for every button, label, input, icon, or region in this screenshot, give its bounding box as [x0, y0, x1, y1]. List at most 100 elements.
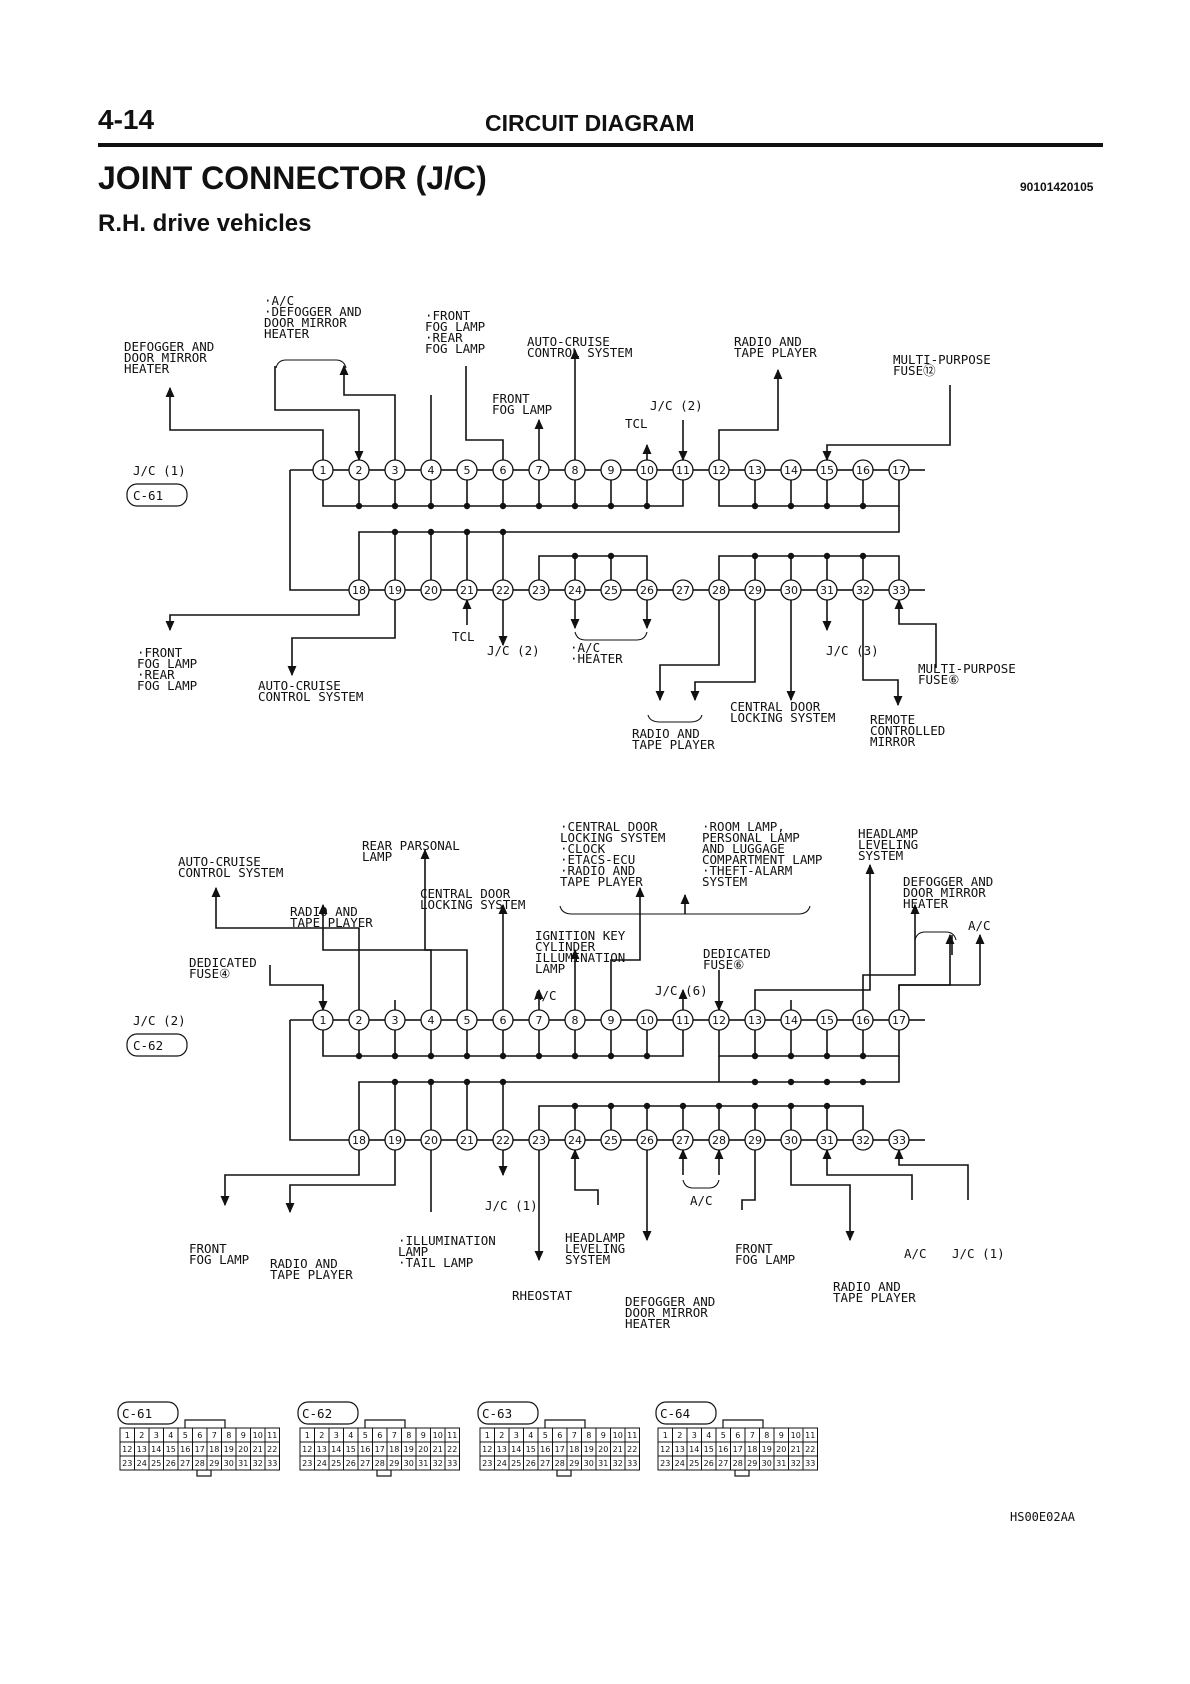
cavity-number: 26: [704, 1459, 714, 1468]
pin-number: 31: [820, 1134, 834, 1147]
pin-3: [384, 459, 406, 481]
cavity-number: 12: [660, 1445, 670, 1454]
branch-auto-cruise: [211, 886, 360, 1010]
pin-5: [456, 1009, 478, 1031]
cavity-number: 7: [750, 1431, 755, 1440]
pin-number: 21: [460, 1134, 474, 1147]
cavity-number: 3: [514, 1431, 519, 1440]
junction-dot: [859, 1078, 867, 1086]
branch-radio-left: [285, 1150, 396, 1214]
cavity-number: 27: [718, 1459, 728, 1468]
label-headlamp: SYSTEM: [858, 848, 903, 863]
label-multi-purpose-fuse-6: MULTI-PURPOSE: [918, 661, 1016, 676]
cavity-number: 10: [791, 1431, 801, 1440]
cavity-number: 8: [406, 1431, 411, 1440]
junction-dot: [715, 1102, 723, 1110]
branch-remote-mirror: [862, 600, 903, 707]
pin-number: 22: [496, 584, 510, 597]
branch-auto-cruise-bottom: [287, 600, 396, 677]
cavity-number: 4: [528, 1431, 533, 1440]
junction-dot: [679, 1102, 687, 1110]
junction-dot: [427, 528, 435, 536]
junction-dot: [355, 502, 363, 510]
cavity-number: 23: [302, 1459, 312, 1468]
label-auto-cruise: CONTROL SYSTEM: [527, 345, 632, 360]
junction-dot: [463, 1078, 471, 1086]
pin-14: [780, 459, 802, 481]
cavity-number: 23: [122, 1459, 132, 1468]
label-radio: TAPE PLAYER: [734, 345, 817, 360]
pin-25: [600, 579, 622, 601]
pin-number: 10: [640, 464, 654, 477]
cavity-number: 26: [166, 1459, 176, 1468]
label-defogger: DEFOGGER AND: [903, 874, 993, 889]
cavity-number: 31: [238, 1459, 248, 1468]
pin-number: 30: [784, 1134, 798, 1147]
connector-latch: [722, 1419, 764, 1428]
label-jc6: J/C (6): [655, 983, 708, 998]
connector-cavity: [264, 1455, 280, 1471]
cavity-number: 23: [482, 1459, 492, 1468]
pin-number: 20: [424, 1134, 438, 1147]
label-front-fog: FOG LAMP: [735, 1252, 795, 1267]
cavity-number: 20: [598, 1445, 608, 1454]
label-illumination-tail: ·ILLUMINATION: [398, 1233, 496, 1248]
figure-id: HS00E02AA: [1010, 1510, 1076, 1524]
cavity-number: 18: [747, 1445, 757, 1454]
connector-key: [734, 1469, 750, 1477]
pin-21: [456, 579, 478, 601]
junction-dot: [787, 1078, 795, 1086]
junction-dot: [823, 1052, 831, 1060]
junction-dot: [355, 1052, 363, 1060]
pin-number: 13: [748, 1014, 762, 1027]
pin-3: [384, 1009, 406, 1031]
junction-dot: [571, 1052, 579, 1060]
pin-number: 4: [428, 464, 435, 477]
pin-number: 31: [820, 584, 834, 597]
label-radio: RADIO AND: [632, 726, 700, 741]
cavity-number: 27: [180, 1459, 190, 1468]
pin-19: [384, 579, 406, 601]
pin-28: [708, 579, 730, 601]
pin-15: [816, 459, 838, 481]
branch-ac-right: [898, 933, 955, 1010]
label-ac: A/C: [904, 1246, 927, 1261]
cavity-number: 19: [584, 1445, 594, 1454]
cavity-number: 24: [675, 1459, 685, 1468]
pin-number: 27: [676, 1134, 690, 1147]
junction-dot: [823, 502, 831, 510]
pin-29: [744, 1129, 766, 1151]
pin-number: 5: [464, 1014, 471, 1027]
pin-26: [636, 579, 658, 601]
junction-dot: [823, 1102, 831, 1110]
cavity-number: 6: [197, 1431, 202, 1440]
branch-multi-fuse-12: [822, 385, 951, 462]
label-front-rear-fog: FOG LAMP: [425, 319, 485, 334]
page-subtitle: R.H. drive vehicles: [98, 210, 312, 237]
cavity-number: 17: [733, 1445, 743, 1454]
junction-dot: [607, 1052, 615, 1060]
cavity-number: 25: [331, 1459, 341, 1468]
pin-32: [852, 1129, 874, 1151]
label-defogger: HEATER: [625, 1316, 671, 1331]
branch-front-fog-right: [741, 1150, 756, 1210]
branch-fog-bottom: [165, 600, 360, 632]
junction-dot: [859, 502, 867, 510]
junction-dot: [787, 1102, 795, 1110]
pin-number: 12: [712, 1014, 726, 1027]
cavity-number: 21: [791, 1445, 801, 1454]
pin-number: 7: [536, 464, 543, 477]
cavity-number: 29: [389, 1459, 399, 1468]
label-front-rear-fog: ·REAR: [137, 667, 175, 682]
junction-dot: [751, 552, 759, 560]
junction-dot: [823, 1078, 831, 1086]
connector-code-frame: [126, 483, 188, 507]
pin-number: 25: [604, 584, 618, 597]
cavity-number: 25: [689, 1459, 699, 1468]
cavity-number: 8: [586, 1431, 591, 1440]
pin-number: 28: [712, 584, 726, 597]
label-radio: TAPE PLAYER: [290, 915, 373, 930]
junction-dot: [499, 1052, 507, 1060]
junction-dot: [751, 1078, 759, 1086]
branch-radio: [318, 903, 432, 1010]
